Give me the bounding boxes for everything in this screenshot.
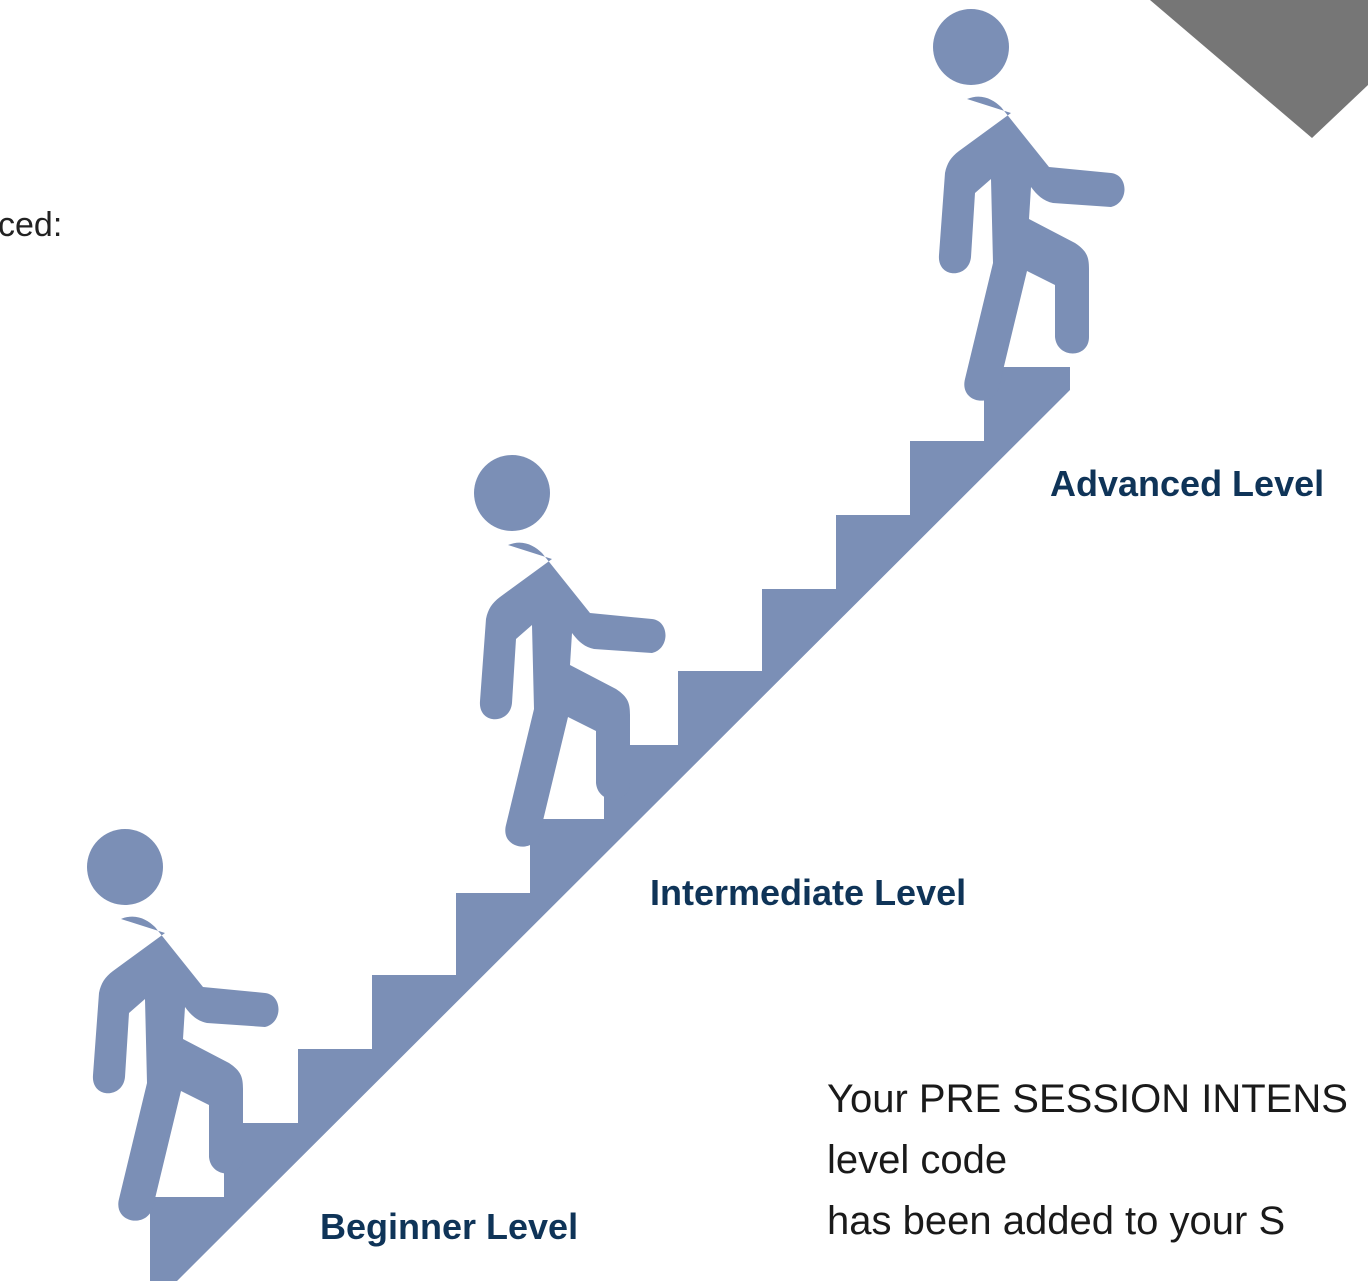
note-line: level code <box>827 1138 1008 1182</box>
level-label-advanced: Advanced Level <box>1050 463 1325 504</box>
note-line: has been added to your S <box>827 1199 1286 1243</box>
walking-person-icon-advanced <box>933 9 1125 401</box>
level-label-beginner: Beginner Level <box>320 1206 579 1247</box>
staircase <box>150 367 1070 1281</box>
partial-side-text: ced: <box>0 206 63 244</box>
note-line: Your PRE SESSION INTENS <box>827 1077 1348 1121</box>
level-label-intermediate: Intermediate Level <box>650 872 967 913</box>
corner-arrow-shape <box>1150 0 1368 138</box>
